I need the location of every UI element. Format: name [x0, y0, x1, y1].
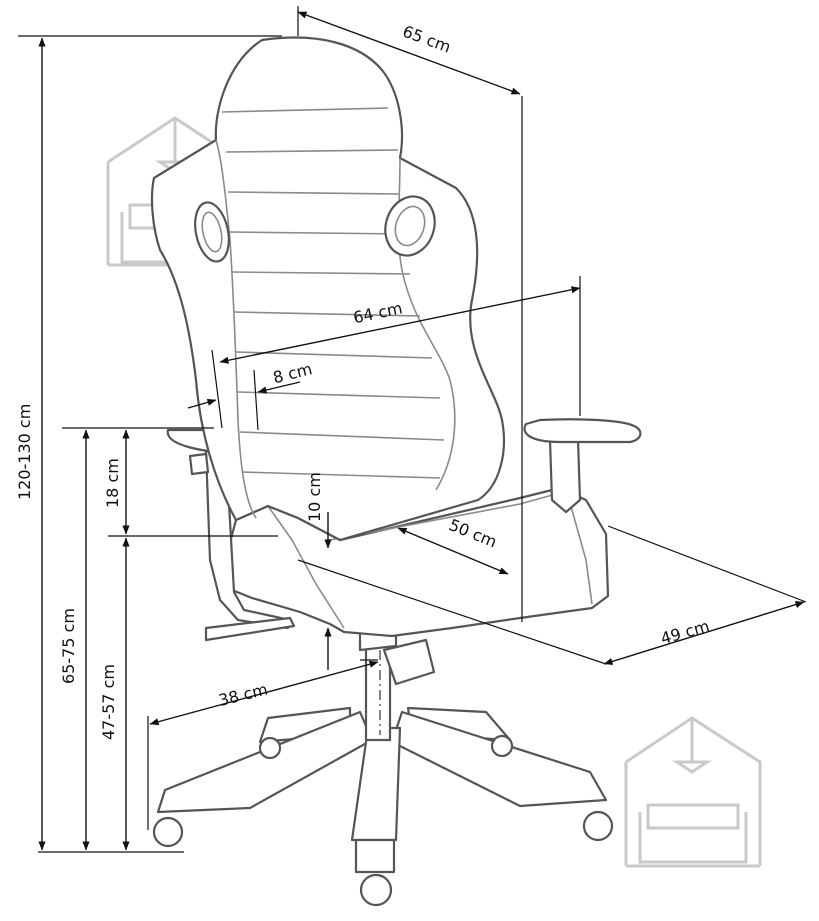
- dim-line-49cm: [603, 601, 805, 665]
- label-seat-cushion: 10 cm: [305, 472, 324, 522]
- label-height-total: 120-130 cm: [15, 404, 34, 500]
- label-armrest-height: 65-75 cm: [59, 608, 78, 684]
- dim-line-64cm: [219, 286, 581, 364]
- label-base-depth: 49 cm: [658, 616, 711, 648]
- dim-line-65cm: [297, 11, 521, 95]
- label-base-radius: 38 cm: [217, 680, 270, 710]
- watermark-logo-bottom: [624, 716, 762, 868]
- extension-lines: [18, 6, 807, 853]
- dimension-lines: [38, 11, 805, 851]
- right-armrest: [523, 418, 642, 514]
- label-depth-overall: 65 cm: [400, 22, 453, 57]
- chair-base: [152, 706, 614, 907]
- label-armrest-above-seat: 18 cm: [103, 458, 122, 508]
- label-seat-height: 47-57 cm: [99, 664, 118, 740]
- dim-line-50cm: [397, 527, 509, 575]
- house-sofa-logo-icon: [624, 716, 762, 868]
- chair-illustration: [150, 36, 642, 907]
- dim-line-8cm-b: [257, 381, 301, 394]
- dim-line-38cm: [149, 660, 379, 726]
- dim-line-8cm: [187, 398, 217, 409]
